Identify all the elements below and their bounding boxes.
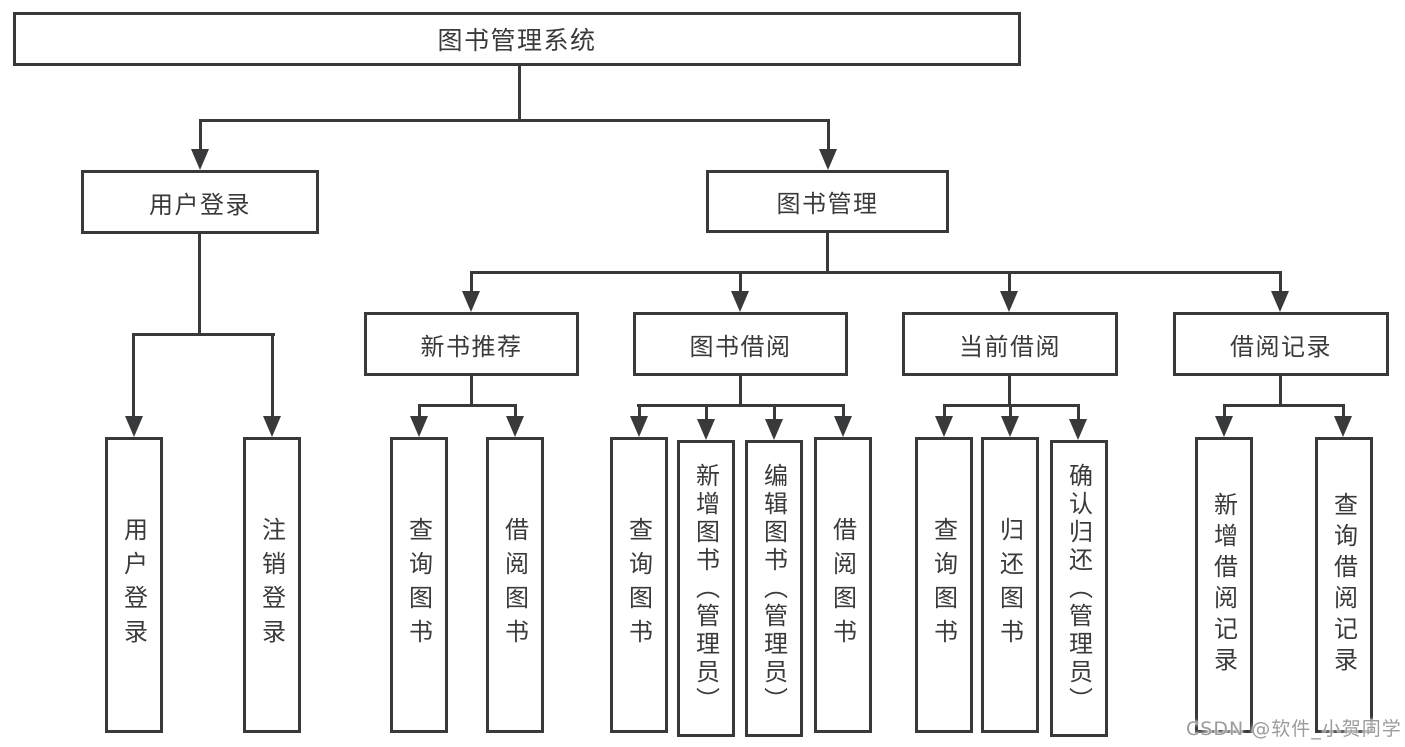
connector-leaf-stem	[773, 404, 776, 421]
arrowhead-down-icon	[765, 419, 783, 440]
leaf-edit-books-admin: 编辑图书（管理员）	[745, 440, 803, 737]
leaf-label: 借阅图书	[500, 517, 529, 653]
connector-section-stem	[739, 271, 742, 293]
leaf-query-books-borrow: 查询图书	[610, 437, 668, 733]
arrowhead-down-icon	[834, 416, 852, 437]
connector-section-stem	[470, 271, 473, 293]
node-current-borrow: 当前借阅	[902, 312, 1118, 376]
connector-current-down	[1008, 374, 1011, 407]
arrowhead-down-icon	[263, 416, 281, 437]
leaf-label: 归还图书	[995, 517, 1024, 653]
connector-leaf-stem	[514, 404, 517, 418]
leaf-label: 借阅图书	[828, 517, 857, 653]
connector-bookmgmt-down	[826, 231, 829, 273]
leaf-borrow-books: 借阅图书	[814, 437, 872, 733]
node-user-login: 用户登录	[81, 170, 319, 234]
connector-root-hline	[199, 119, 830, 122]
arrowhead-down-icon	[1271, 291, 1289, 312]
arrowhead-down-icon	[630, 416, 648, 437]
node-borrow-records: 借阅记录	[1173, 312, 1389, 376]
arrowhead-down-icon	[1001, 416, 1019, 437]
leaf-label: 查询图书	[624, 517, 653, 653]
arrowhead-down-icon	[1215, 416, 1233, 437]
leaf-query-books-recommend: 查询图书	[390, 437, 448, 733]
connector-leaf-stem	[1077, 404, 1080, 421]
connector-leaf-stem	[132, 333, 135, 417]
leaf-borrow-books-recommend: 借阅图书	[486, 437, 544, 733]
node-new-book-recommend: 新书推荐	[364, 312, 579, 376]
leaf-label: 确认归还（管理员）	[1064, 462, 1093, 715]
leaf-add-borrow-record: 新增借阅记录	[1195, 437, 1253, 733]
leaf-label: 编辑图书（管理员）	[759, 462, 788, 715]
connector-userlogin-down	[198, 231, 201, 335]
leaf-label: 查询借阅记录	[1329, 492, 1358, 678]
connector-leaf-stem	[638, 404, 641, 418]
leaf-add-books-admin: 新增图书（管理员）	[677, 440, 735, 737]
arrowhead-down-icon	[731, 291, 749, 312]
connector-leaf-stem	[943, 404, 946, 418]
arrowhead-down-icon	[1334, 416, 1352, 437]
connector-leaf-stem	[842, 404, 845, 418]
connector-bookmgmt-hline	[470, 271, 1282, 274]
arrowhead-down-icon	[506, 416, 524, 437]
leaf-label: 查询图书	[404, 517, 433, 653]
connector-borrow-down	[739, 374, 742, 407]
arrowhead-down-icon	[935, 416, 953, 437]
connector-records-down	[1279, 374, 1282, 407]
node-root: 图书管理系统	[13, 12, 1021, 66]
leaf-user-login: 用户登录	[105, 437, 163, 733]
node-book-management: 图书管理	[706, 170, 949, 233]
leaf-label: 注销登录	[257, 517, 286, 653]
arrowhead-down-icon	[1069, 419, 1087, 440]
arrowhead-down-icon	[410, 416, 428, 437]
connector-borrow-hline	[637, 404, 844, 407]
connector-leaf-stem	[271, 333, 274, 417]
arrowhead-down-icon	[819, 149, 837, 170]
leaf-logout: 注销登录	[243, 437, 301, 733]
connector-bookmgmt-stem	[827, 119, 830, 151]
leaf-label: 用户登录	[119, 517, 148, 653]
connector-userlogin-stem	[199, 119, 202, 151]
connector-newbook-hline	[418, 404, 517, 407]
connector-leaf-stem	[418, 404, 421, 418]
node-book-borrow: 图书借阅	[633, 312, 848, 376]
connector-leaf-stem	[1223, 404, 1226, 418]
arrowhead-down-icon	[191, 149, 209, 170]
leaf-label: 新增图书（管理员）	[691, 462, 720, 715]
connector-leaf-stem	[1342, 404, 1345, 418]
connector-leaf-stem	[705, 404, 708, 421]
connector-newbook-down	[470, 374, 473, 407]
connector-section-stem	[1279, 271, 1282, 293]
connector-userlogin-hline	[132, 333, 275, 336]
arrowhead-down-icon	[697, 419, 715, 440]
leaf-confirm-return-admin: 确认归还（管理员）	[1050, 440, 1108, 737]
csdn-watermark: CSDN @软件_小贺同学	[1186, 718, 1402, 740]
leaf-query-borrow-record: 查询借阅记录	[1315, 437, 1373, 733]
arrowhead-down-icon	[1000, 291, 1018, 312]
connector-root-stem	[518, 64, 521, 121]
connector-section-stem	[1008, 271, 1011, 293]
leaf-label: 查询图书	[929, 517, 958, 653]
leaf-query-books-current: 查询图书	[915, 437, 973, 733]
connector-leaf-stem	[1009, 404, 1012, 418]
arrowhead-down-icon	[462, 291, 480, 312]
arrowhead-down-icon	[125, 416, 143, 437]
leaf-return-books: 归还图书	[981, 437, 1039, 733]
connector-records-hline	[1223, 404, 1345, 407]
leaf-label: 新增借阅记录	[1209, 492, 1238, 678]
